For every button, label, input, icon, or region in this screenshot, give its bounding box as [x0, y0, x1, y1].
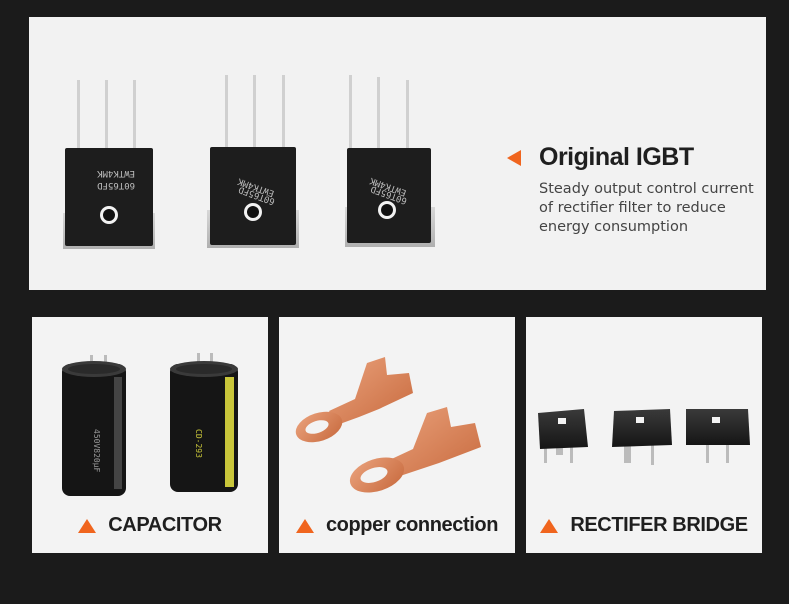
igbt-description: Steady output control current of rectifi… — [539, 181, 754, 235]
bridge-2 — [612, 409, 672, 465]
triangle-up-icon — [295, 518, 314, 533]
copper-lug-1 — [295, 357, 413, 443]
capacitor-image: 450V820µF CD-293 — [62, 353, 238, 496]
bridge-card: RECTIFER BRIDGE — [526, 317, 762, 553]
igbt-title: Original IGBT — [539, 143, 694, 171]
bridge-label: RECTIFER BRIDGE — [570, 514, 748, 536]
triangle-up-icon — [540, 518, 559, 533]
copper-label: copper connection — [325, 514, 499, 536]
igbt-transistor-3: EWTK4MK 60T65FD — [345, 75, 435, 247]
rectifier-bridge-image — [538, 409, 750, 465]
capacitor-card: 450V820µF CD-293 CAPACITOR — [32, 317, 268, 553]
bridge-caption: RECTIFER BRIDGE — [526, 514, 762, 537]
triangle-left-icon — [507, 149, 521, 166]
capacitor-marking: CD-293 — [194, 429, 203, 458]
copper-card: copper connection — [279, 317, 515, 553]
capacitor-label: CAPACITOR — [108, 514, 222, 536]
capacitor-caption: CAPACITOR — [32, 514, 268, 537]
capacitor-1: 450V820µF — [62, 355, 126, 496]
igbt-marking: EWTK4MK — [96, 168, 135, 178]
capacitor-2: CD-293 — [170, 353, 238, 492]
igbt-transistor-1: EWTK4MK 60T65FD — [63, 80, 155, 249]
igbt-transistor-2: EWTK4MK 60T65FD — [207, 75, 299, 248]
triangle-up-icon — [78, 518, 97, 533]
igbt-feature: Original IGBT Steady output control curr… — [507, 143, 757, 237]
igbt-feature-heading: Original IGBT — [507, 143, 757, 172]
igbt-transistors-image: EWTK4MK 60T65FD EWTK4MK 60T65FD EWTK4MK … — [63, 75, 435, 249]
copper-lug-2 — [349, 407, 481, 493]
copper-connection-image — [295, 357, 481, 493]
igbt-panel: EWTK4MK 60T65FD EWTK4MK 60T65FD EWTK4MK … — [29, 17, 766, 290]
bridge-1 — [538, 409, 588, 463]
copper-caption: copper connection — [279, 514, 515, 537]
bridge-3 — [686, 409, 750, 463]
capacitor-marking: 450V820µF — [92, 429, 101, 473]
igbt-marking: 60T65FD — [97, 180, 135, 190]
